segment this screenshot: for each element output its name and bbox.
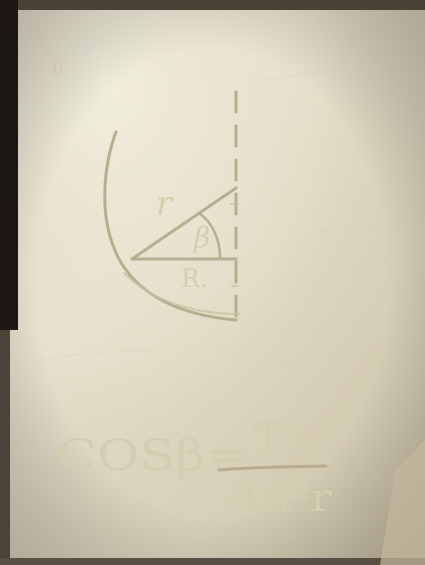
bottom-dark-edge: [0, 558, 425, 565]
label-beta: β: [193, 221, 210, 254]
right-corner-shadow: [380, 440, 425, 565]
radius-line: [130, 186, 238, 261]
formula-fraction-bar: [217, 464, 328, 472]
formula: COSβ= T²g 4π²r: [57, 416, 333, 520]
label-R: R.: [181, 264, 208, 293]
left-dark-panel: [0, 0, 18, 330]
left-lower-edge: [0, 330, 10, 565]
top-dark-edge: [0, 0, 425, 10]
wall-texture-scratches: [39, 63, 411, 536]
corner-mark: B: [52, 59, 63, 77]
formula-denominator: 4π²r: [232, 476, 333, 520]
lower-faint-curve: [123, 272, 241, 315]
label-r: r: [156, 184, 174, 224]
formula-lhs: COSβ=: [57, 431, 249, 481]
vertical-dashed-line: [230, 90, 239, 318]
formula-numerator: T²g: [254, 416, 324, 462]
curved-arc: [103, 130, 238, 322]
angle-arc: [197, 211, 222, 260]
